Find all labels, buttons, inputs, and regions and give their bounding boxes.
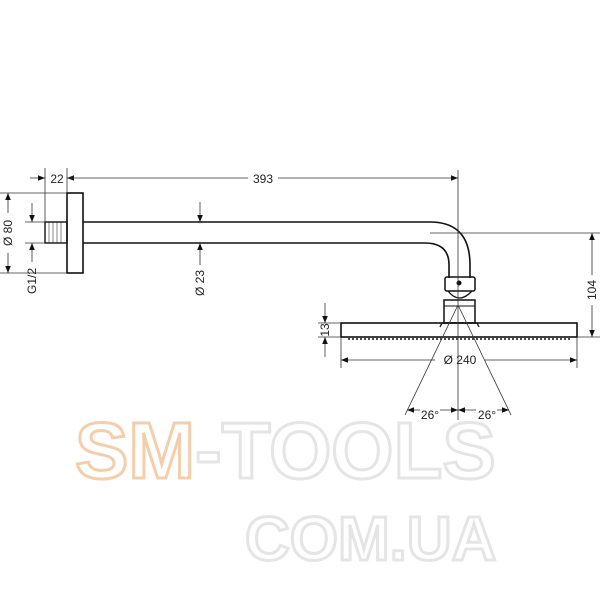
watermark-tools: -TOOLS [195,406,496,495]
shower-head [340,322,578,338]
dim-flange-depth: 22 [50,172,64,186]
watermark-domain: COM.UA [245,505,496,574]
dim-arm-length: 393 [253,172,273,186]
swivel-nut [444,276,476,292]
shower-arm [83,221,471,278]
thread-connector [44,221,68,244]
ball-joint [447,290,473,299]
dim-thread: G1/2 [25,268,39,294]
watermark: SM -TOOLS COM.UA [74,405,498,576]
dim-head-diameter: Ø 240 [444,353,477,367]
head-connector [443,299,476,324]
dim-angle-left: 26° [421,408,439,422]
dim-angle-right: 26° [478,408,496,422]
dim-drop-height: 104 [585,280,599,300]
dim-flange-diameter: Ø 80 [1,220,15,246]
watermark-sm: SM [75,406,195,495]
wall-flange [66,192,84,274]
dimension-lines [0,168,600,420]
dim-arm-diameter: Ø 23 [193,270,207,296]
dimension-labels: 22 393 Ø 80 G1/2 Ø 23 104 13 Ø 240 26° 2… [1,172,599,422]
dim-head-height: 13 [318,323,332,337]
outline [44,192,578,340]
